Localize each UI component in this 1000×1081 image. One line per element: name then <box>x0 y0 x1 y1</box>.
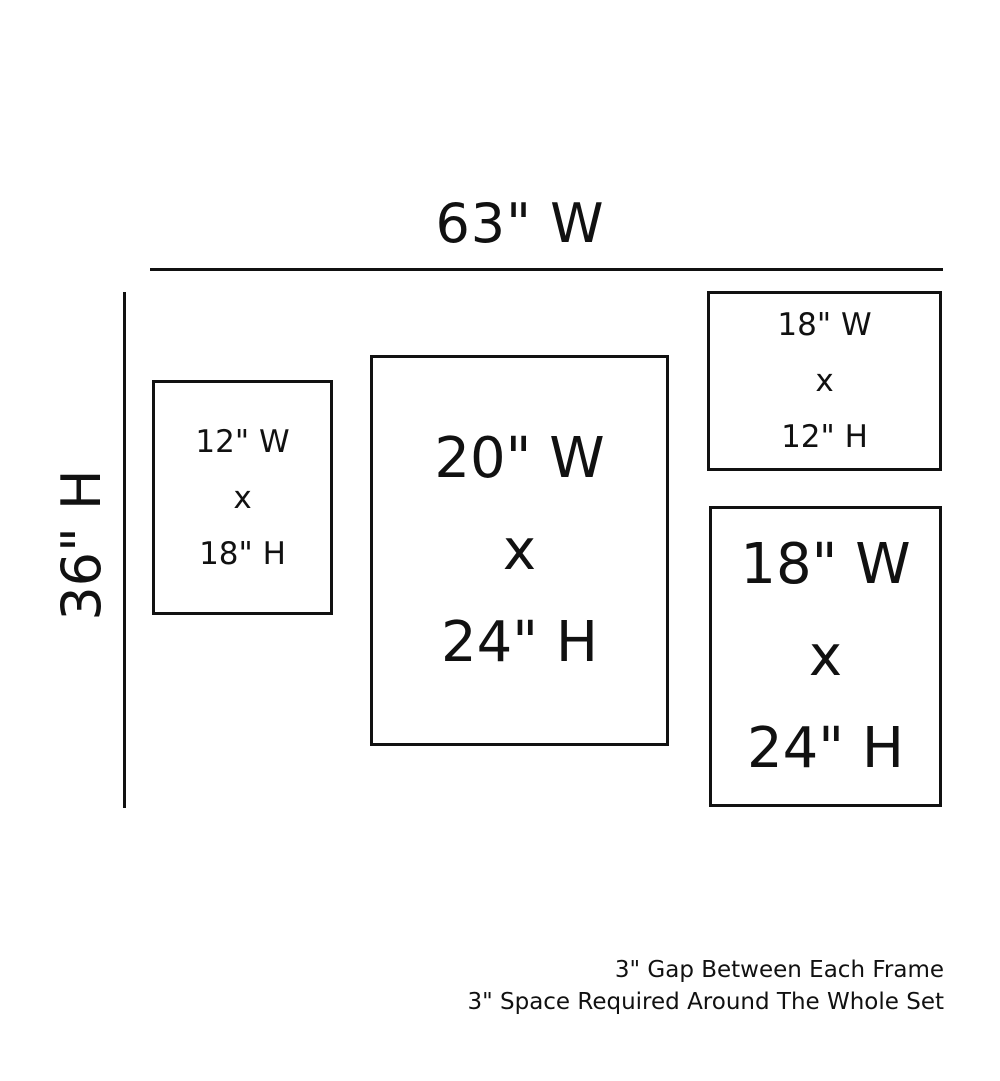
frame-times: x <box>502 517 537 583</box>
frame-times: x <box>815 363 834 399</box>
note-gap: 3" Gap Between Each Frame <box>614 957 944 983</box>
notes: 3" Gap Between Each Frame 3" Space Requi… <box>467 954 944 1018</box>
height-dimension-line <box>123 292 126 808</box>
frame-width: 20" W <box>434 425 605 491</box>
frame-width: 18" W <box>740 531 911 597</box>
frame-width: 18" W <box>777 307 872 343</box>
overall-width-label: 63" W <box>435 192 605 255</box>
width-dimension-line <box>150 268 943 271</box>
frame-height: 12" H <box>781 419 868 455</box>
frame-height: 18" H <box>199 535 286 572</box>
frame-20x24: 20" W x 24" H <box>370 355 669 746</box>
frame-height: 24" H <box>441 609 598 675</box>
frame-times: x <box>808 623 843 689</box>
frame-width: 12" W <box>195 423 290 460</box>
frame-12x18: 12" W x 18" H <box>152 380 333 615</box>
note-space: 3" Space Required Around The Whole Set <box>467 989 944 1015</box>
overall-height-label: 36" H <box>50 469 113 621</box>
frame-18x12: 18" W x 12" H <box>707 291 942 471</box>
frame-times: x <box>233 479 252 516</box>
frame-18x24: 18" W x 24" H <box>709 506 942 807</box>
frame-height: 24" H <box>747 715 904 781</box>
